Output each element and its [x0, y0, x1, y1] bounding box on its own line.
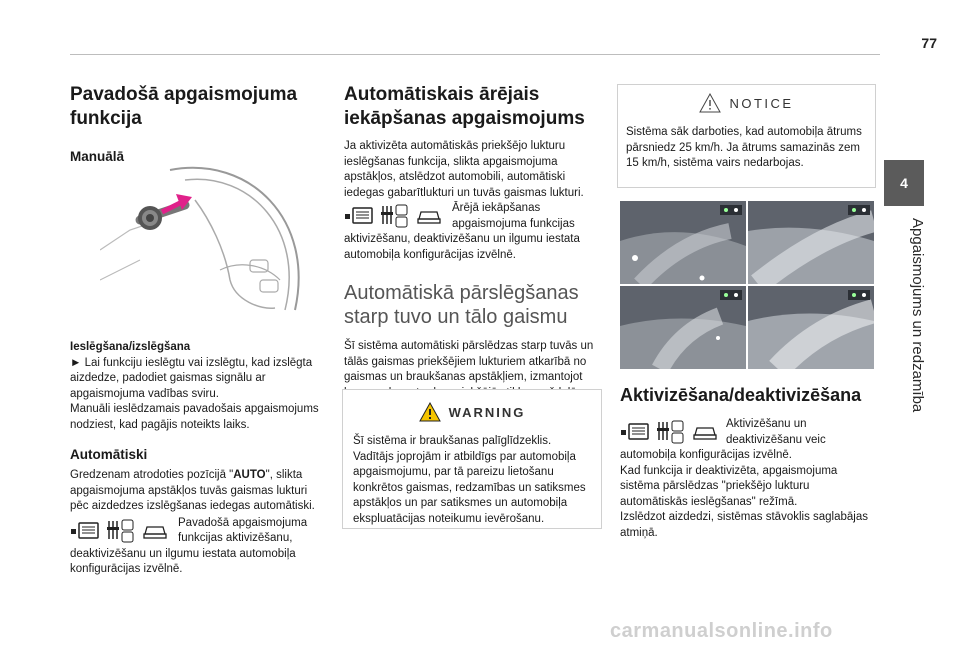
car-icon: [693, 427, 717, 440]
auto-icons-row: Pavadošā apgaismojuma funkcijas aktivizē…: [70, 516, 328, 547]
chapter-tab: 4: [884, 160, 924, 206]
activation-text-1: automobiļa konfigurācijas izvēlnē.: [620, 449, 792, 461]
column-1: Pavadošā apgaismojuma funkcija Manuālā: [70, 83, 325, 164]
vehicle-settings-icon: [107, 519, 134, 542]
auto-switching-heading: Automātiskā pārslēgšanas starp tuvo un t…: [344, 282, 579, 328]
road-scene-image: [748, 201, 874, 284]
header-divider: [70, 54, 880, 55]
car-icon: [417, 211, 441, 224]
notice-triangle-icon: [699, 93, 722, 113]
warning-triangle-icon: [418, 402, 441, 422]
photo-1: [620, 201, 746, 284]
exterior-lighting-heading: Automātiskais ārējais iekāpšanas apgaism…: [344, 84, 585, 129]
manual-heading: Manuālā: [70, 149, 125, 164]
photo-4: [748, 286, 874, 369]
chapter-title: Apgaismojums un redzamība: [876, 218, 932, 618]
headlight-photo-grid: [620, 201, 874, 369]
road-scene-image: [620, 286, 746, 369]
auto-text-post: ", slikta apgaismojuma apstākļos tuvās g…: [70, 469, 315, 512]
config-icons: [620, 417, 720, 447]
exterior-icons-row: Ārējā iekāpšanas apgaismojuma funkcijas: [344, 201, 604, 232]
section-heading: Pavadošā apgaismojuma funkcija: [70, 84, 298, 129]
warning-title: WARNING: [448, 404, 526, 420]
activation-text-2: Kad funkcija ir deaktivizēta, apgaismoju…: [620, 464, 838, 508]
stalk-illustration-icon: [99, 166, 300, 311]
page-number: 77: [921, 35, 937, 51]
car-icon: [143, 525, 167, 539]
activation-icons-text: Aktivizēšanu un deaktivizēšanu veic: [726, 418, 826, 446]
activation-heading: Aktivizēšana/deaktivizēšana: [620, 385, 862, 405]
notice-title: NOTICE: [729, 95, 794, 111]
footer-watermark: carmanualsonline.info: [610, 620, 833, 642]
onoff-title: Ieslēgšana/izslēgšana: [70, 341, 191, 353]
onoff-bullet: ► Lai funkciju ieslēgtu vai izslēgtu, ka…: [70, 356, 313, 400]
road-scene-image: [620, 201, 746, 284]
vehicle-settings-icon: [381, 204, 408, 228]
vehicle-settings-icon: [657, 420, 684, 444]
chapter-title-text: Apgaismojums un redzamība: [909, 218, 926, 413]
auto-text: Gredzenam atrodoties pozīcijā "AUTO", sl…: [70, 468, 328, 515]
auto-text-pre: Gredzenam atrodoties pozīcijā ": [70, 469, 234, 481]
config-icons: [344, 201, 444, 231]
warning-header: WARNING: [343, 402, 601, 422]
screen-menu-icon: [621, 423, 649, 440]
steering-illustration: [99, 160, 300, 320]
warning-text: Šī sistēma ir braukšanas palīglīdzeklis.…: [353, 435, 586, 525]
column-3: Aktivizēšana/deaktivizēšana Aktivizēšanu…: [620, 383, 878, 541]
auto-text-end: deaktivizēšanu un ilgumu iestata automob…: [70, 547, 296, 576]
exterior-lighting-text-end: aktivizēšanu, deaktivizēšanu un ilgumu i…: [344, 233, 580, 261]
column-1-lower: Ieslēgšana/izslēgšana ► Lai funkciju ies…: [70, 340, 328, 578]
warning-box: WARNING Šī sistēma ir braukšanas palīglī…: [342, 389, 602, 529]
auto-keyword: AUTO: [233, 469, 266, 481]
screen-menu-icon: [71, 521, 99, 539]
screen-menu-icon: [345, 207, 373, 224]
road-scene-image: [748, 286, 874, 369]
activation-icons-row: Aktivizēšanu un deaktivizēšanu veic: [620, 417, 878, 448]
notice-box: NOTICE Sistēma sāk darboties, kad automo…: [617, 84, 876, 188]
exterior-icons-text: Ārējā iekāpšanas apgaismojuma funkcijas: [452, 202, 575, 230]
auto-heading: Automātiski: [70, 447, 148, 462]
exterior-lighting-text: Ja aktivizēta automātiskās priekšējo luk…: [344, 140, 584, 199]
notice-header: NOTICE: [618, 93, 875, 113]
photo-3: [620, 286, 746, 369]
notice-text: Sistēma sāk darboties, kad automobiļa āt…: [626, 126, 862, 169]
auto-icons-text: Pavadošā apgaismojuma funkcijas aktivizē…: [178, 516, 308, 545]
activation-text-3: Izslēdzot aizdedzi, sistēmas stāvoklis s…: [620, 511, 869, 539]
photo-2: [748, 201, 874, 284]
column-2: Automātiskais ārējais iekāpšanas apgaism…: [344, 83, 604, 401]
config-icons: [70, 516, 170, 546]
onoff-text: Manuāli ieslēdzamais pavadošais apgaismo…: [70, 403, 319, 431]
